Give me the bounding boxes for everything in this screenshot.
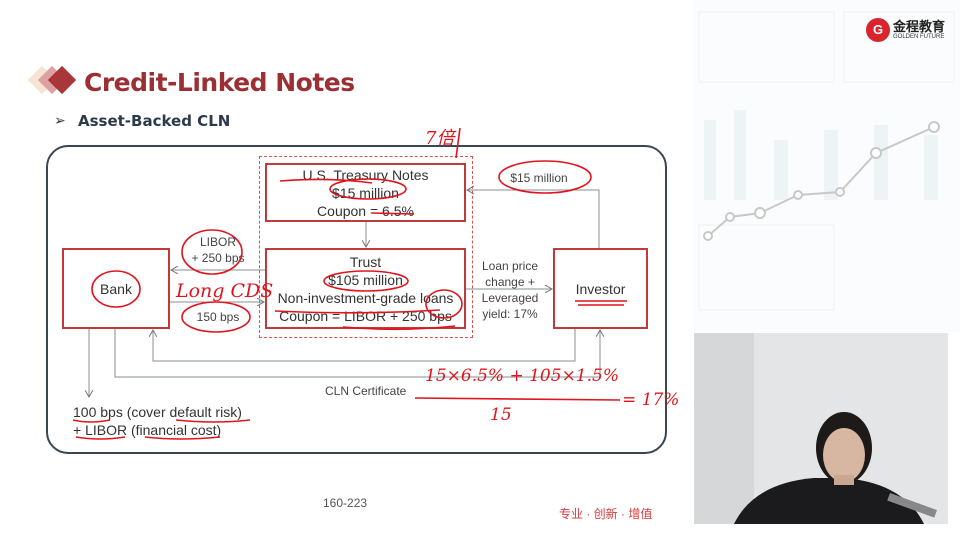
handwritten-ink-marks: [72, 127, 627, 440]
slide-subtitle: Asset-Backed CLN: [78, 112, 231, 130]
trust-amount: $105 million: [328, 271, 403, 288]
treasury-amount: $15 million: [332, 184, 399, 201]
annotation-formula-denominator: 15: [490, 405, 512, 425]
trust-assets: Non-investment-grade loans: [277, 289, 454, 306]
annotation-formula-numerator: 15×6.5% + 105×1.5%: [425, 366, 619, 386]
investor-label: Investor: [575, 280, 626, 297]
annotation-leverage: 7倍: [425, 128, 455, 149]
slogan: 专业 · 创新 · 增值: [559, 507, 653, 521]
slide-title: Credit-Linked Notes: [84, 68, 355, 97]
label-line: LIBOR: [199, 235, 236, 249]
label-line: Loan price: [481, 259, 539, 273]
diagram-connectors: [0, 0, 694, 540]
bank-to-trust-label: 150 bps: [196, 310, 240, 324]
decorative-line-chart: [698, 11, 955, 311]
investor-box: Investor: [553, 248, 648, 329]
presenter-video-frame: [694, 333, 948, 524]
page-number: 160-223: [323, 496, 368, 510]
diagram-frame: [46, 145, 667, 454]
label-line: Leveraged: [481, 291, 539, 305]
trust-box: Trust $105 million Non-investment-grade …: [265, 248, 466, 329]
annotation-long-cds: Long CDS: [176, 280, 274, 302]
presenter-webcam: [694, 333, 948, 524]
cln-certificate-label: CLN Certificate: [325, 384, 407, 398]
spv-dashed-boundary: [259, 156, 473, 338]
trust-title: Trust: [349, 253, 382, 270]
logo: G 金程教育 GOLDEN FUTURE: [866, 18, 945, 42]
logo-seal-icon: G: [866, 18, 890, 42]
label-line: yield: 17%: [482, 307, 538, 321]
treasury-notes-box: U.S. Treasury Notes $15 million Coupon =…: [265, 163, 466, 222]
bank-label: Bank: [100, 280, 132, 297]
title-diamonds-icon: [27, 66, 77, 95]
trust-to-bank-label: LIBOR + 250 bps: [188, 234, 248, 266]
treasury-title: U.S. Treasury Notes: [302, 166, 429, 183]
label-line: change +: [485, 275, 535, 289]
bank-cost-note: 100 bps (cover default risk) + LIBOR (fi…: [73, 403, 242, 439]
label-line: + 250 bps: [191, 251, 245, 265]
investor-payment-label: $15 million: [510, 171, 568, 185]
treasury-coupon: Coupon = 6.5%: [317, 202, 414, 219]
bank-cost-line: + LIBOR (financial cost): [73, 422, 222, 438]
annotation-formula-result: = 17%: [622, 390, 680, 410]
trust-to-investor-label: Loan price change + Leveraged yield: 17%: [474, 258, 546, 322]
bullet-arrow-icon: ➢: [54, 112, 66, 128]
logo-tagline: GOLDEN FUTURE: [893, 34, 945, 40]
logo-name: 金程教育: [893, 19, 946, 34]
bank-cost-line: 100 bps (cover default risk): [73, 404, 242, 420]
background-decoration: [694, 0, 960, 332]
bank-box: Bank: [62, 248, 170, 329]
